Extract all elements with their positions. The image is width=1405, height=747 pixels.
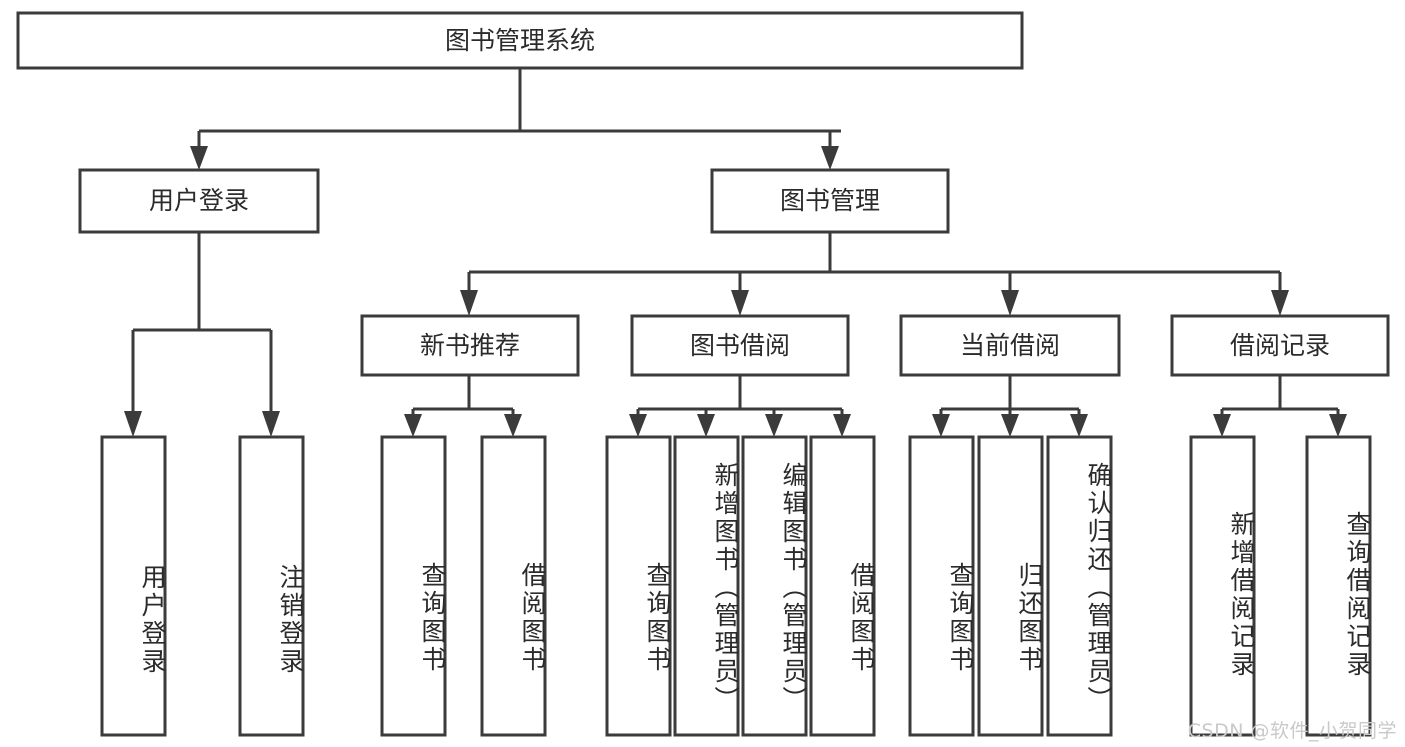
node-borrow-record-box[interactable] (1170, 314, 1390, 377)
leaf-add-book-box[interactable] (673, 435, 740, 737)
watermark-text: CSDN @软件_小贺同学 (1187, 720, 1397, 742)
leaf-query-book-current-box[interactable] (908, 435, 975, 737)
connector-bookborrow-to-leaves (629, 375, 851, 437)
leaf-logout-box[interactable] (238, 435, 305, 737)
leaf-user-login-box[interactable] (100, 435, 167, 737)
connector-root-to-level2 (190, 68, 841, 170)
connector-userlogin-to-leaves (124, 232, 280, 437)
node-book-management-box[interactable] (710, 168, 950, 234)
leaf-query-borrow-record-box[interactable] (1305, 435, 1372, 737)
connector-bookmgmt-to-level3 (460, 232, 1289, 316)
leaf-query-book-newbook-box[interactable] (380, 435, 447, 737)
leaf-borrow-book-newbook-box[interactable] (480, 435, 547, 737)
node-new-book-recommend-box[interactable] (360, 314, 580, 377)
leaf-add-borrow-record-box[interactable] (1189, 435, 1256, 737)
node-user-login-box[interactable] (78, 168, 320, 234)
leaf-edit-book-box[interactable] (741, 435, 808, 737)
leaf-borrow-book-box[interactable] (809, 435, 876, 737)
node-current-borrow-box[interactable] (899, 314, 1121, 377)
leaf-return-book-box[interactable] (977, 435, 1044, 737)
leaf-query-book-borrow-box[interactable] (605, 435, 672, 737)
leaf-confirm-return-box[interactable] (1046, 435, 1113, 737)
connector-newbook-to-leaves (404, 375, 522, 437)
connector-borrowrecord-to-leaves (1213, 375, 1347, 437)
node-book-borrow-box[interactable] (630, 314, 850, 377)
node-root-box[interactable] (16, 11, 1024, 70)
connector-currentborrow-to-leaves (932, 375, 1088, 437)
